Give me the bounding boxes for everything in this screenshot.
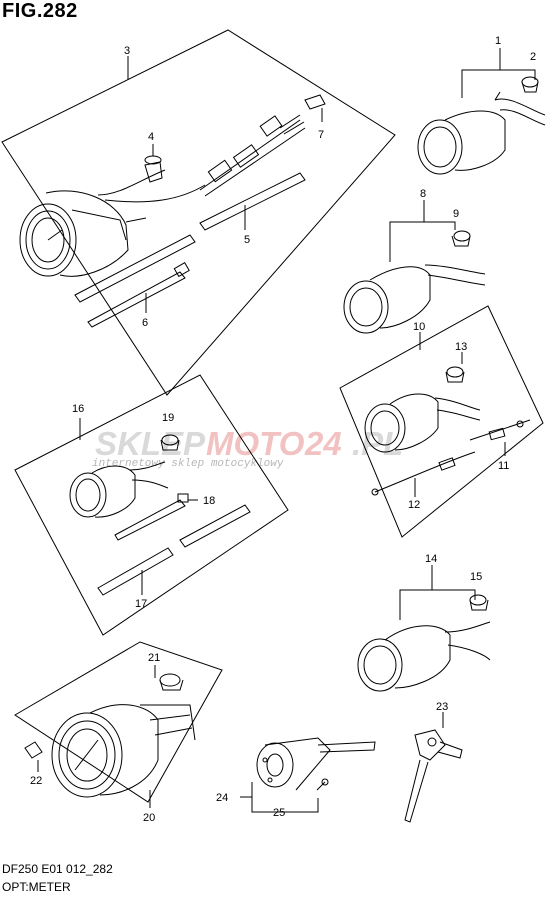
part-number-9: 9 [453,208,459,220]
part-labels: 1 2 3 4 5 6 7 8 9 10 11 12 13 14 15 16 1… [30,35,536,824]
diagram-code: DF250 E01 012_282 [2,862,113,876]
part-number-6: 6 [142,317,148,329]
part-number-2: 2 [530,51,536,63]
leader-1 [461,48,536,98]
leader-8 [389,200,456,262]
part-number-8: 8 [420,188,426,200]
diagram-name: OPT:METER [2,880,71,894]
part-number-20: 20 [143,812,155,824]
watermark-brand-b: MOTO [206,425,305,462]
watermark-brand-d: .PL [352,425,403,462]
group-10-frame [339,305,544,538]
part-number-23: 23 [436,701,448,713]
part-number-17: 17 [135,598,147,610]
leader-14 [399,565,476,620]
part-number-5: 5 [244,234,250,246]
part-number-22: 22 [30,775,42,787]
part-number-11: 11 [498,460,509,472]
part-number-12: 12 [408,499,420,511]
gauge-10-icon [364,393,481,453]
bulb-21-icon [154,665,184,691]
figure-title: FIG.282 [2,0,78,22]
part-number-1: 1 [495,35,501,47]
group-3-frame [1,29,396,396]
watermark: SKLEP MOTO 24 .PL internetowy sklep moto… [92,425,403,470]
part-number-19: 19 [162,412,174,424]
harness-11-icon [469,419,531,456]
part-number-4: 4 [148,131,154,143]
cable-tie-6 [87,261,190,328]
gauge-20-icon [51,704,196,798]
part-number-16: 16 [72,403,84,415]
part-number-10: 10 [413,321,425,333]
cable-tie-18-icon [114,493,198,541]
part-number-18: 18 [203,495,215,507]
part-number-25: 25 [273,807,285,819]
hose-17-icon [97,504,251,596]
part-number-14: 14 [425,553,437,565]
lever-23-icon [404,712,463,823]
leader-24 [240,782,319,813]
part-number-21: 21 [148,652,160,664]
gauge-1-icon [417,91,546,175]
tachometer-gauge [19,169,206,277]
gauge-8-icon [343,264,486,334]
part-number-24: 24 [216,792,228,804]
bulb-9-icon [451,230,471,247]
gauge-16-icon [69,461,169,518]
group-16-frame [14,374,289,636]
bulb-13-icon [445,352,465,383]
bulb-19-icon [160,434,180,451]
group-20-frame [14,641,223,808]
watermark-brand-a: SKLEP [95,425,206,462]
bulb-2-icon [521,76,539,93]
watermark-brand-c: 24 [304,425,342,462]
gauge-14-icon [357,621,491,692]
harness-connectors [199,114,306,197]
part-number-15: 15 [470,571,482,583]
bulb-22-icon [24,741,43,772]
hose-5 [74,172,306,303]
watermark-tagline: internetowy sklep motocyklowy [92,458,284,470]
part-number-13: 13 [455,341,467,353]
screw-25-icon [316,778,329,791]
bracket-24-icon [256,737,376,791]
bulb-7-icon [304,94,326,122]
part-number-3: 3 [124,45,130,57]
part-number-7: 7 [318,129,324,141]
bulb-4-icon [144,144,163,183]
bulb-15-icon [469,594,489,611]
harness-12-icon [371,451,476,497]
